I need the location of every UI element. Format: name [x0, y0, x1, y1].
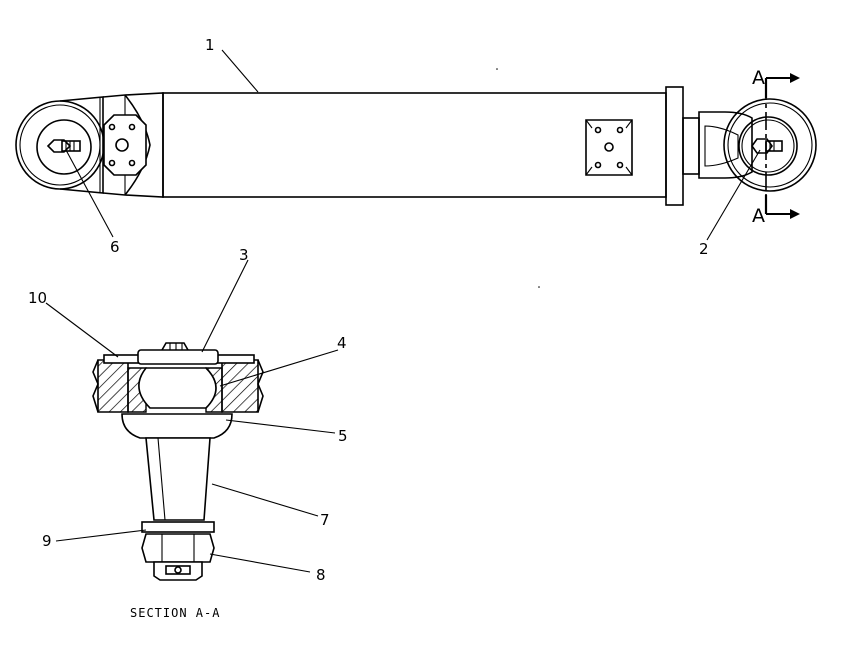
- section-a-a-view: [92, 342, 264, 581]
- tapered-pin: [145, 437, 211, 521]
- callout-9: 9: [42, 532, 52, 550]
- right-grease-fitting: [751, 138, 783, 154]
- end-cap-flange: [665, 86, 684, 206]
- callout-4: 4: [337, 334, 347, 352]
- taper-flange: [121, 413, 233, 439]
- left-clevis-mount: [102, 92, 164, 198]
- section-line: [764, 73, 800, 219]
- leader-9: [55, 529, 147, 542]
- leader-1: [221, 49, 259, 93]
- callout-1: 1: [205, 36, 215, 54]
- leader-8: [209, 553, 311, 573]
- right-rod-end: [682, 98, 817, 192]
- callout-2: 2: [699, 240, 709, 258]
- housing-right: [221, 359, 264, 413]
- left-grease-fitting: [46, 139, 81, 153]
- callout-5: 5: [338, 427, 348, 445]
- callout-3: 3: [239, 246, 249, 264]
- leader-5: [225, 419, 336, 434]
- slotted-nut: [141, 533, 215, 581]
- hardened-washer: [141, 521, 215, 533]
- cap-plate: [137, 349, 219, 365]
- housing-left: [92, 359, 129, 413]
- leader-6: [65, 149, 114, 238]
- callout-6: 6: [110, 238, 120, 256]
- callout-7: 7: [320, 511, 330, 529]
- section-caption: SECTION A-A: [130, 606, 220, 620]
- section-mark-bottom: A: [752, 205, 765, 227]
- leader-2: [706, 149, 761, 241]
- leader-10: [45, 302, 119, 358]
- callout-10: 10: [28, 289, 47, 307]
- section-mark-top: A: [752, 67, 765, 89]
- leader-3: [201, 259, 249, 353]
- cylinder-barrel: [162, 92, 667, 198]
- callout-8: 8: [316, 566, 326, 584]
- cylinder-assembly: A A: [15, 67, 817, 227]
- leader-4: [219, 349, 339, 387]
- left-rod-eye: [15, 96, 105, 194]
- port-block: [585, 119, 633, 176]
- leader-7: [211, 483, 319, 517]
- spherical-ball: [138, 367, 217, 409]
